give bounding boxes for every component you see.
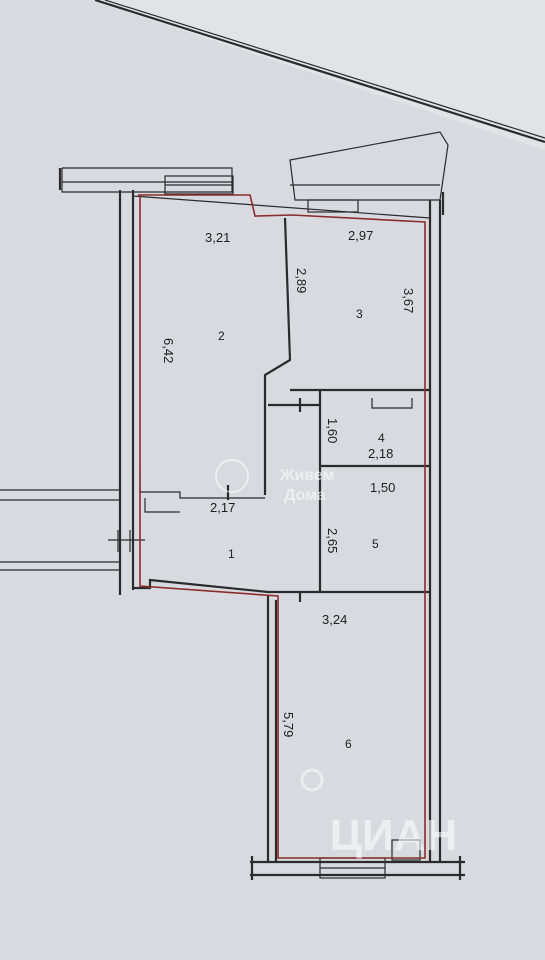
fixture-room6 <box>391 839 421 861</box>
dim-room5-height: 2,65 <box>325 528 340 553</box>
room-number-6: 6 <box>345 737 352 751</box>
balcony-top <box>289 131 449 201</box>
interior-walls <box>108 217 430 861</box>
top-diagonal-line <box>94 0 545 144</box>
room-number-5: 5 <box>372 537 379 551</box>
dim-room2-width: 3,21 <box>205 230 230 245</box>
dim-room6-width: 3,24 <box>322 612 347 627</box>
room-number-1: 1 <box>228 547 235 561</box>
fixture-room4 <box>371 398 413 409</box>
exterior-walls <box>61 131 465 879</box>
paper-glare <box>90 0 545 150</box>
unit-outline <box>138 194 426 859</box>
dim-room2-length: 6,42 <box>161 338 176 363</box>
dim-room5-width: 1,50 <box>370 480 395 495</box>
room-number-4: 4 <box>378 431 385 445</box>
dim-room3-left: 2,89 <box>294 268 309 293</box>
watermark-center: Живем Дома <box>215 459 334 504</box>
top-diagonal-line-inner <box>104 0 545 139</box>
dim-room4-height: 1,60 <box>325 418 340 443</box>
room-number-2: 2 <box>218 329 225 343</box>
window-top-right <box>307 199 359 213</box>
room-number-3: 3 <box>356 307 363 321</box>
watermark-brand: ЦИАН <box>300 768 457 860</box>
svg-text:Дома: Дома <box>284 487 326 504</box>
dim-hall-width: 2,17 <box>210 500 235 515</box>
svg-text:ЦИАН: ЦИАН <box>330 811 457 860</box>
corridor-lines <box>0 489 120 571</box>
dim-room3-width: 2,97 <box>348 228 373 243</box>
svg-text:Живем: Живем <box>279 467 334 484</box>
dim-room6-length: 5,79 <box>281 712 296 737</box>
dim-room3-right: 3,67 <box>401 288 416 313</box>
dim-room4-width: 2,18 <box>368 446 393 461</box>
